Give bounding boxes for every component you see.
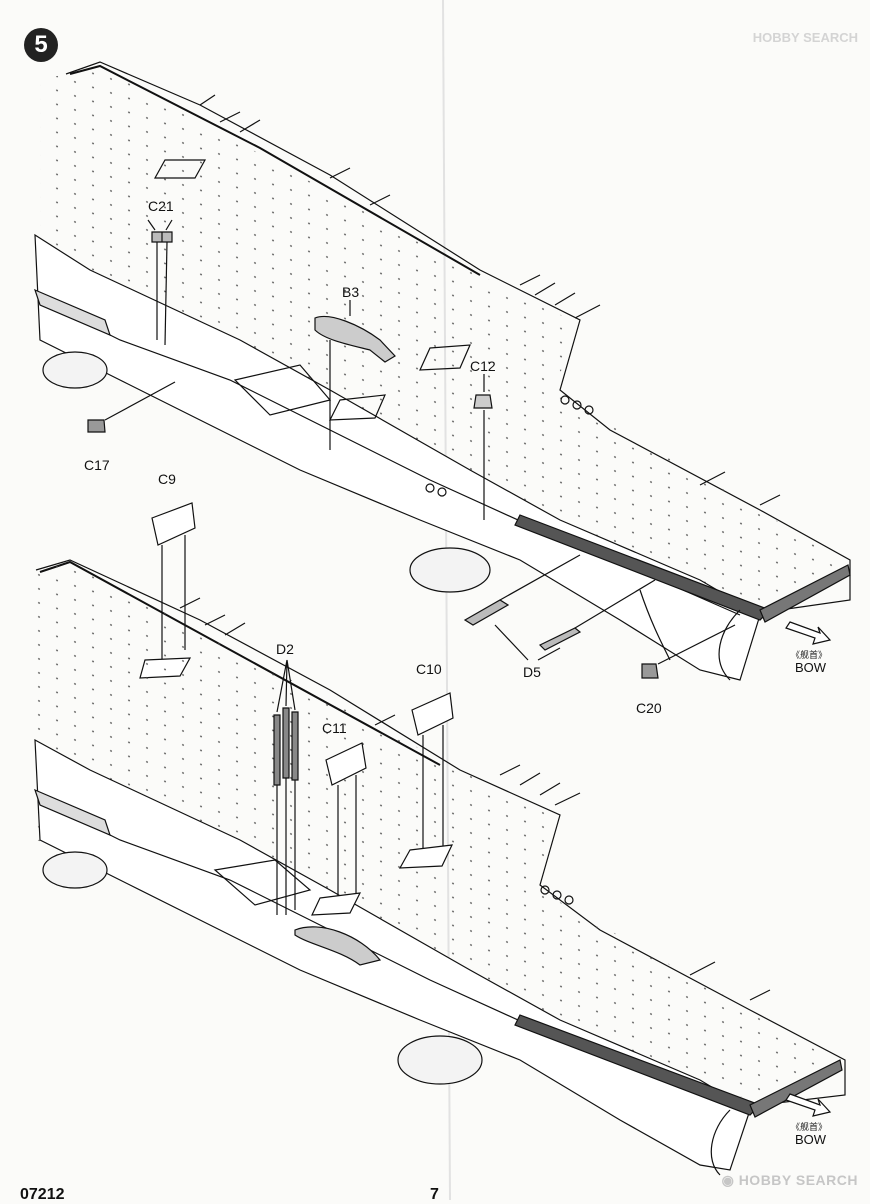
bow-label-chinese: 《舰首》 (791, 1123, 828, 1133)
watermark: ◉ HOBBY SEARCH (722, 1172, 858, 1189)
bow-label-chinese: 《舰首》 (791, 651, 828, 661)
part-label-c12: C12 (470, 358, 496, 374)
watermark-text: HOBBY SEARCH (738, 1172, 858, 1188)
part-label-c11: C11 (322, 720, 347, 736)
page-number: 7 (430, 1186, 439, 1203)
bow-arrow-icon (785, 621, 832, 645)
bow-arrow-icon (785, 1093, 832, 1117)
part-label-c17: C17 (84, 457, 110, 473)
part-label-d2: D2 (276, 641, 294, 657)
part-label-c21: C21 (148, 198, 174, 214)
part-label-c20: C20 (636, 700, 662, 716)
watermark-top: HOBBY SEARCH (752, 30, 858, 45)
part-label-b3: B3 (342, 284, 360, 300)
bow-label: BOW (795, 1132, 827, 1147)
upper-ship-drawing (34, 61, 851, 681)
part-label-d5: D5 (523, 664, 541, 680)
product-code: 07212 (20, 1186, 65, 1203)
part-label-c9: C9 (158, 471, 176, 487)
lower-ship-drawing (34, 559, 846, 1176)
watermark-logo-icon: ◉ (721, 1172, 739, 1188)
bow-label: BOW (795, 660, 827, 675)
lower-parts (273, 659, 454, 916)
step-number-badge: 5 (24, 28, 58, 62)
part-label-c10: C10 (416, 661, 442, 677)
